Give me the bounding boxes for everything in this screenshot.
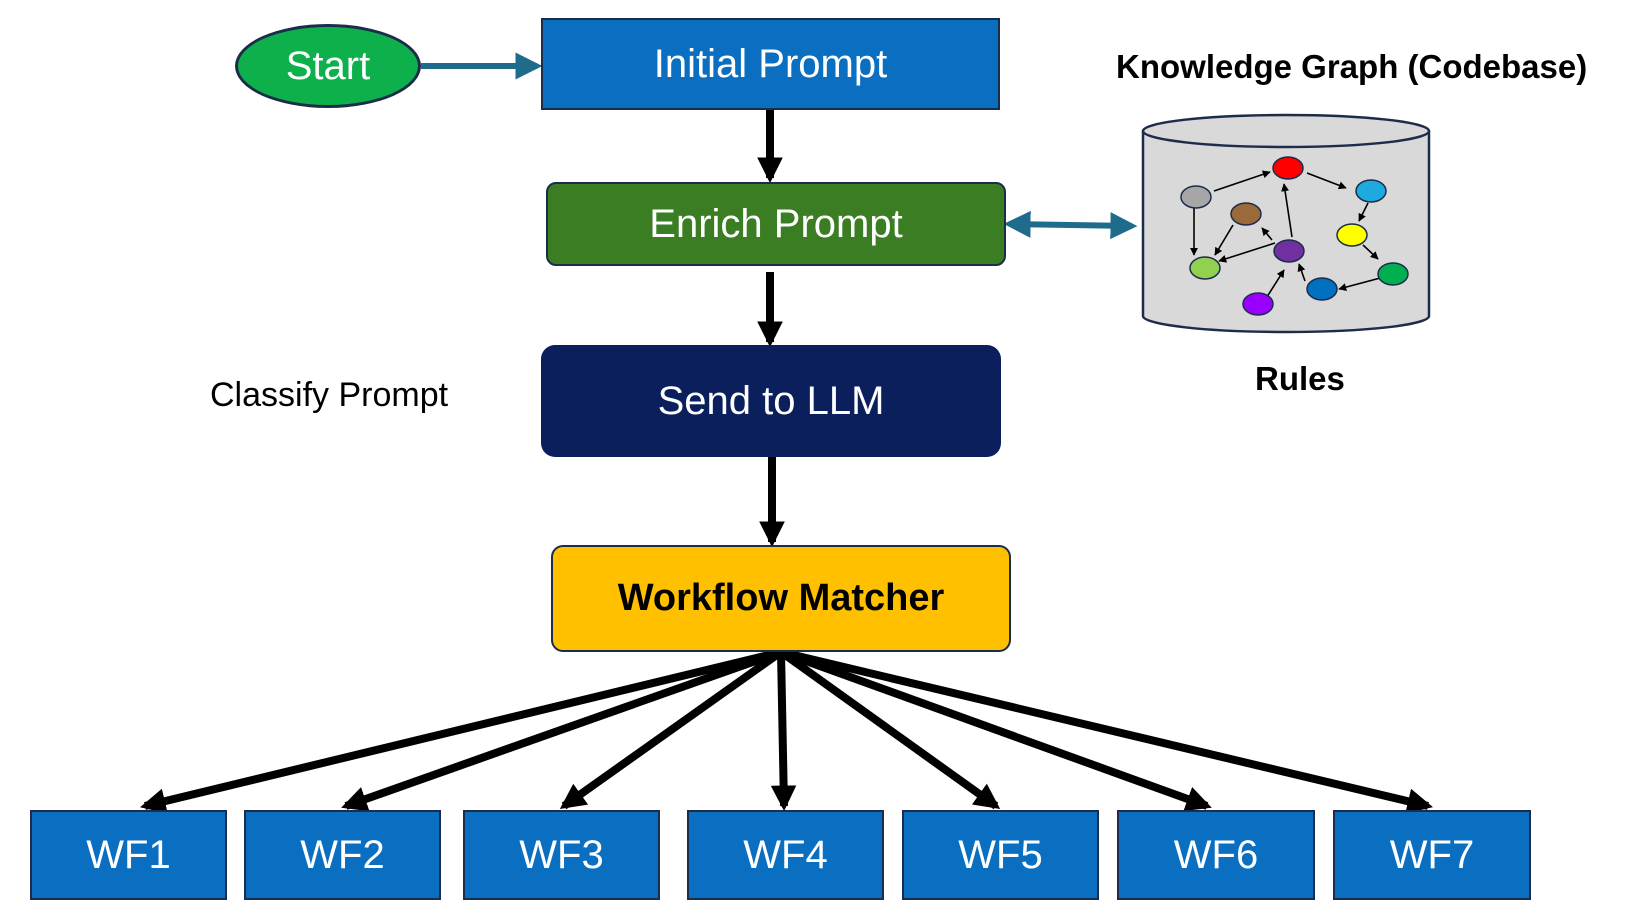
start-label: Start <box>285 43 371 88</box>
send-to-llm-box: Send to LLM <box>541 345 1001 457</box>
workflow-label: WF3 <box>519 832 604 877</box>
initial-prompt-label: Initial Prompt <box>653 41 888 86</box>
initial-prompt-box: Initial Prompt <box>541 18 1000 110</box>
knowledge-graph-title: Knowledge Graph (Codebase) <box>1116 48 1588 85</box>
workflow-box-wf4: WF4 <box>687 810 884 900</box>
send-to-llm-label: Send to LLM <box>657 378 885 423</box>
enrich-knowledge-graph-arrow <box>1003 210 1138 240</box>
rules-label: Rules <box>1255 360 1345 397</box>
graph-nodes <box>1180 156 1409 316</box>
workflow-box-wf7: WF7 <box>1333 810 1531 900</box>
workflow-label: WF7 <box>1389 832 1475 877</box>
matcher-to-wf4-arrow <box>770 651 797 812</box>
workflow-box-wf1: WF1 <box>30 810 227 900</box>
workflow-box-wf6: WF6 <box>1117 810 1315 900</box>
matcher-to-wf3-arrow <box>559 648 784 810</box>
matcher-to-wf1-arrow <box>140 648 782 814</box>
matcher-to-wf7-arrow <box>780 648 1433 814</box>
workflow-label: WF4 <box>743 832 828 877</box>
workflow-label: WF1 <box>86 832 171 877</box>
start-node: Start <box>235 24 421 108</box>
workflow-box-wf2: WF2 <box>244 810 441 900</box>
workflow-label: WF5 <box>958 832 1043 877</box>
matcher-to-wf5-arrow <box>778 648 1001 810</box>
workflow-label: WF2 <box>300 832 385 877</box>
knowledge-graph-database-icon <box>1141 113 1431 334</box>
matcher-to-wf6-arrow <box>779 648 1212 812</box>
enrich-prompt-box: Enrich Prompt <box>546 182 1006 266</box>
workflow-matcher-box: Workflow Matcher <box>551 545 1011 652</box>
workflow-label: WF6 <box>1173 832 1259 877</box>
enrich-prompt-label: Enrich Prompt <box>649 201 903 246</box>
graph-edges <box>1190 170 1385 301</box>
workflow-box-wf5: WF5 <box>902 810 1099 900</box>
workflow-box-wf3: WF3 <box>463 810 660 900</box>
matcher-to-wf2-arrow <box>341 648 783 812</box>
classify-prompt-label: Classify Prompt <box>210 376 449 414</box>
workflow-matcher-label: Workflow Matcher <box>617 577 945 619</box>
